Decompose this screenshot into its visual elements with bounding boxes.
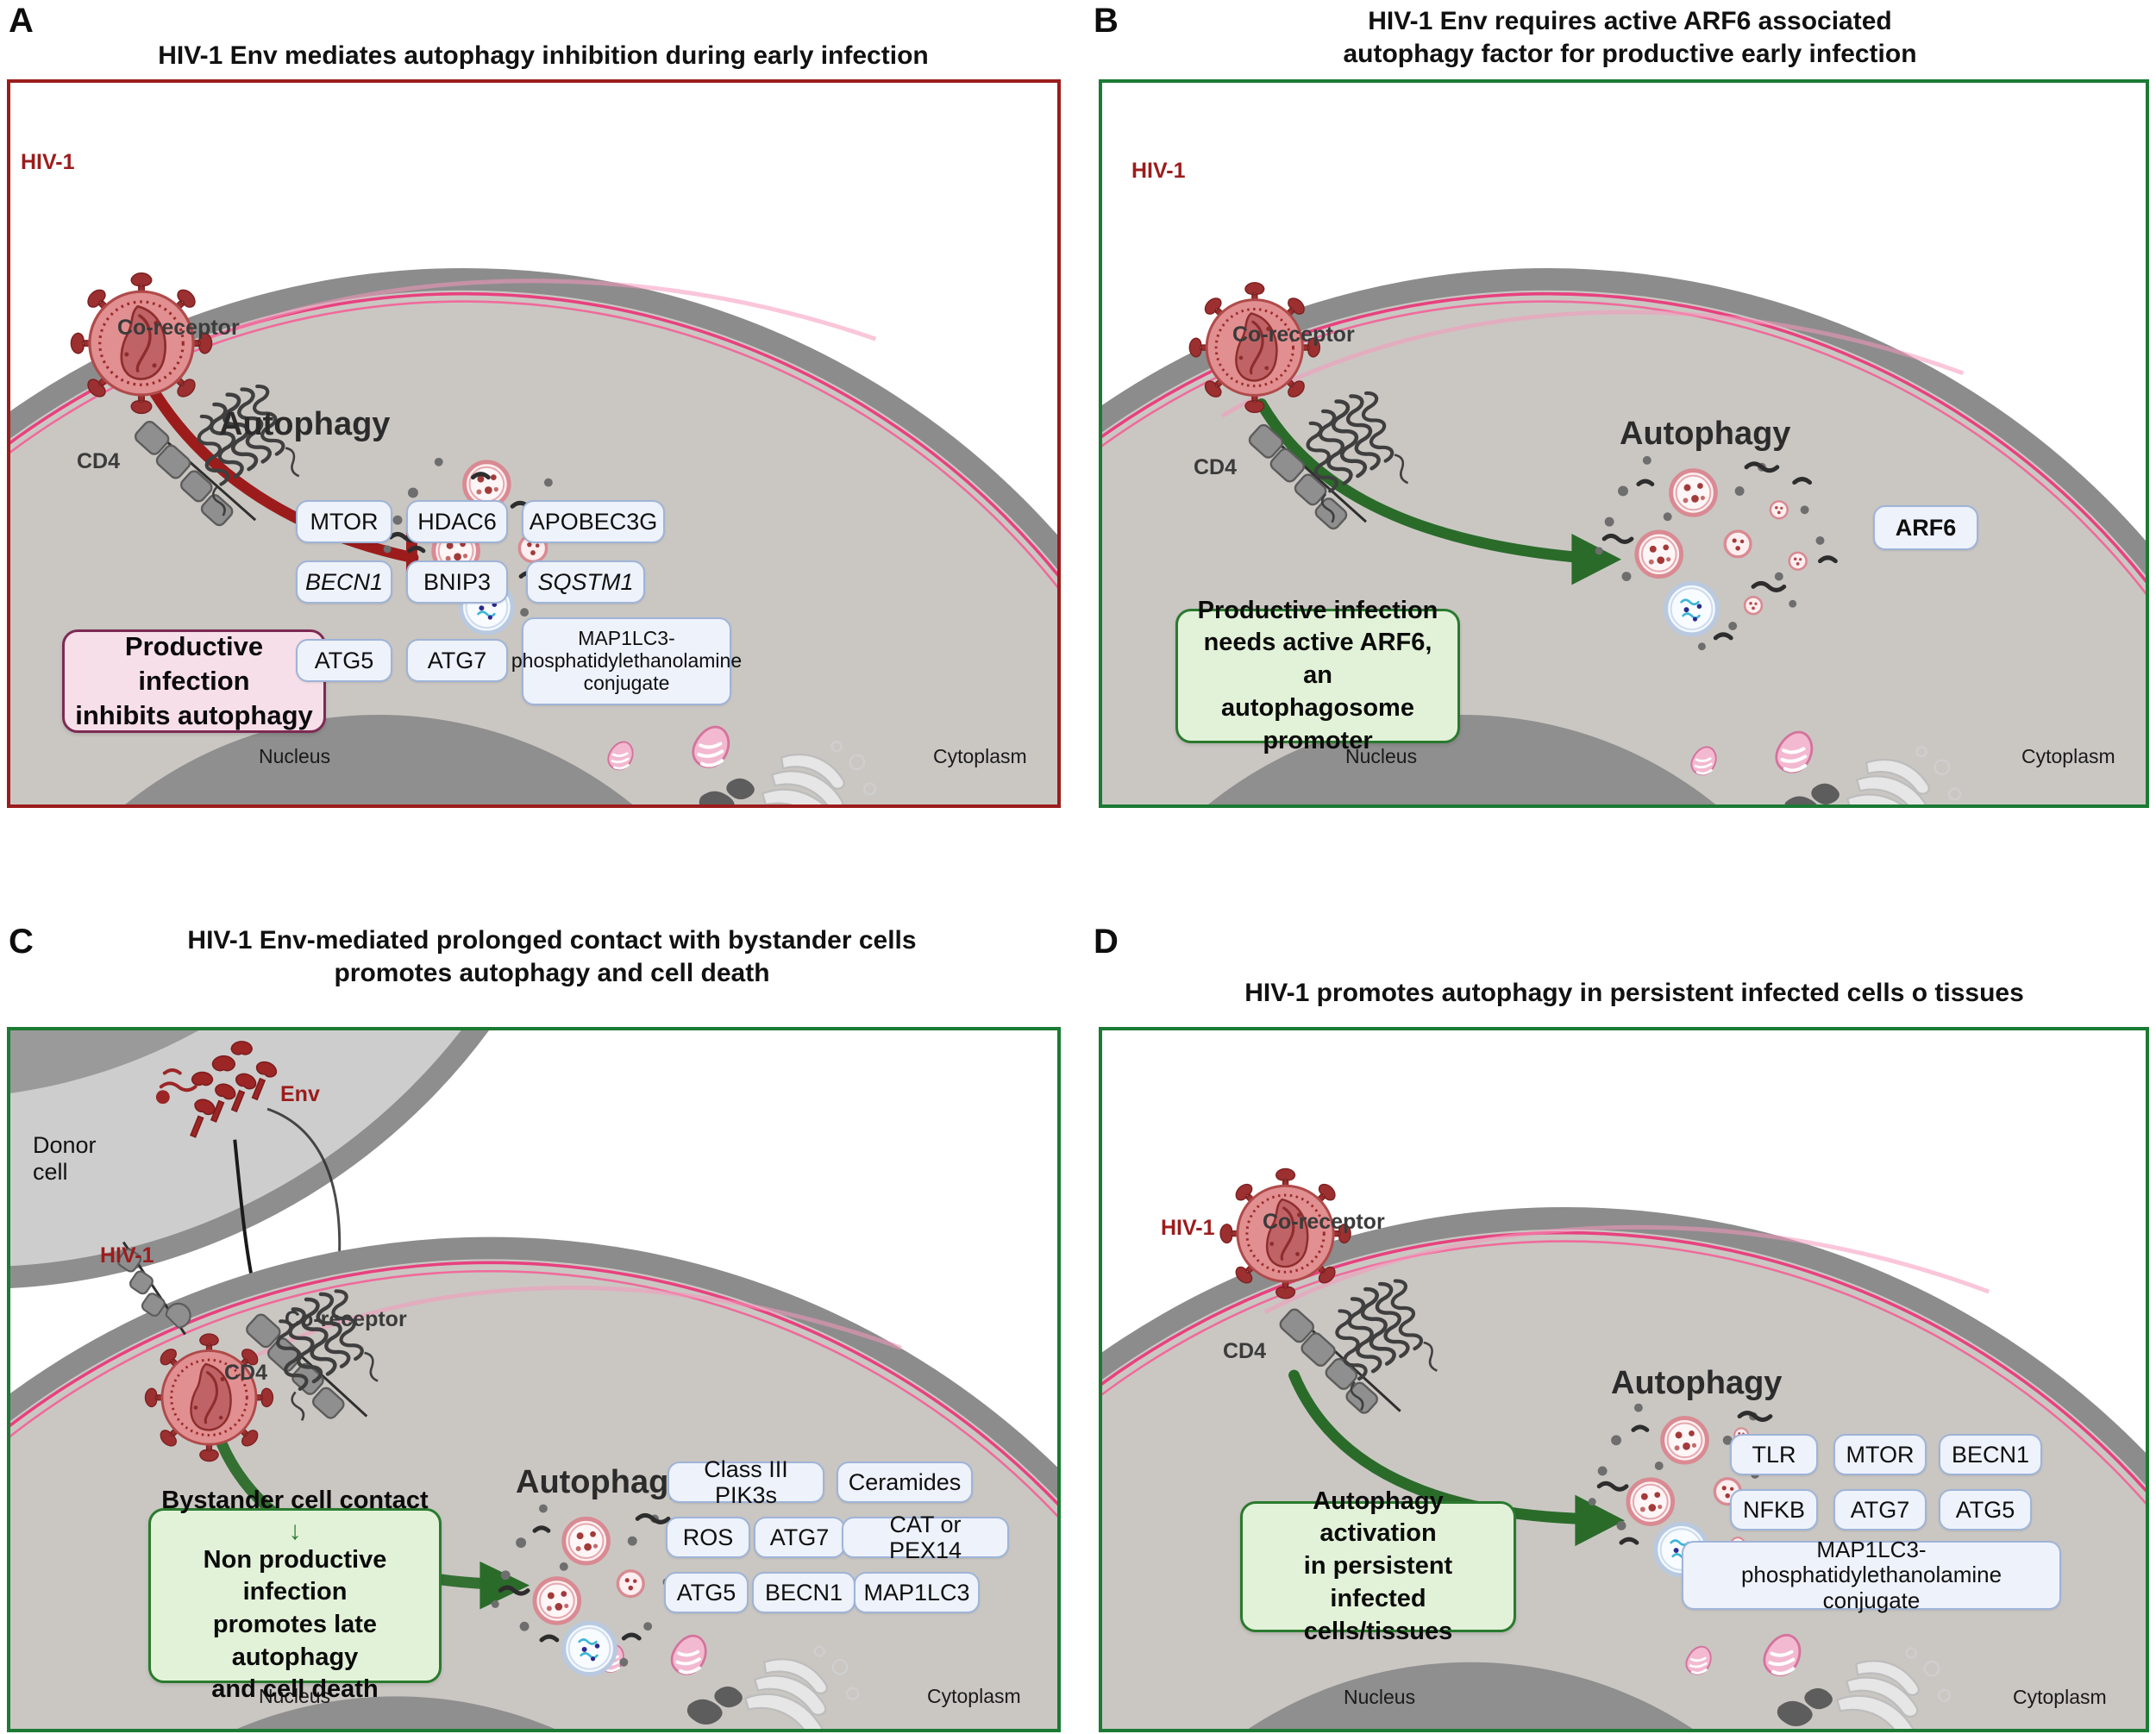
panel-a-chip-map1lc3[interactable]: MAP1LC3- phosphatidylethanolamine conjug…: [511, 617, 742, 705]
panel-c-label-cd4-v: CD4: [224, 1361, 268, 1385]
panel-d-letter: D: [1094, 923, 1119, 961]
panel-a-cell-canvas: HIV-1 CD4 Co-receptor Autophagy Nucleus …: [7, 79, 1061, 808]
panel-a-label-cytoplasm: Cytoplasm: [933, 745, 1027, 767]
panel-b-letter: B: [1094, 2, 1119, 40]
panel-a-chip-sqstm1[interactable]: SQSTM1: [526, 560, 645, 604]
panel-d-label-hiv: HIV-1: [1161, 1216, 1215, 1240]
panel-b-cell-canvas: HIV-1 CD4 Co-receptor Autophagy Nucleus …: [1099, 79, 2149, 808]
panel-d-chip-mtor[interactable]: MTOR: [1833, 1434, 1927, 1475]
panel-b-label-cd4: CD4: [1194, 455, 1238, 479]
panel-c-callout: Bystander cell contact ↓ Non productive …: [148, 1487, 442, 1703]
panel-a-chip-apobec3g[interactable]: APOBEC3G: [522, 500, 665, 543]
panel-c-chip-atg5[interactable]: ATG5: [664, 1572, 749, 1613]
panel-a-label-coreceptor: Co-receptor: [117, 316, 240, 340]
panel-a-label-cd4: CD4: [77, 449, 121, 473]
panel-a-chip-becn1[interactable]: BECN1: [296, 560, 392, 604]
panel-a-label-hiv: HIV-1: [21, 150, 75, 174]
panel-c-cell-canvas: Env Donor cell HIV-1 CD4 CD4 Co-receptor…: [7, 1027, 1061, 1732]
panel-d-label-cytoplasm: Cytoplasm: [2013, 1686, 2107, 1708]
panel-c-label-coreceptor: Co-receptor: [285, 1307, 407, 1331]
panel-d-chip-atg7[interactable]: ATG7: [1833, 1489, 1927, 1531]
panel-b-callout-text: Productive infection needs active ARF6, …: [1197, 596, 1438, 754]
panel-b-label-nucleus: Nucleus: [1345, 745, 1418, 767]
panel-a-chip-atg7[interactable]: ATG7: [406, 639, 508, 682]
panel-c-callout-arrow-glyph: ↓: [288, 1516, 302, 1545]
panel-b-callout: Productive infection needs active ARF6, …: [1175, 597, 1460, 754]
panel-d-chip-atg5[interactable]: ATG5: [1939, 1489, 2032, 1531]
panel-d-chip-becn1[interactable]: BECN1: [1939, 1434, 2042, 1475]
panel-d-chip-nfkb[interactable]: NFKB: [1730, 1489, 1818, 1531]
panel-a-chip-bnip3[interactable]: BNIP3: [406, 560, 508, 604]
panel-c-letter: C: [9, 923, 34, 961]
panel-d-title: HIV-1 promotes autophagy in persistent i…: [1244, 979, 2024, 1007]
panel-c-chip-ros[interactable]: ROS: [666, 1517, 750, 1558]
panel-d-chip-map1lc3[interactable]: MAP1LC3-phosphatidylethanolamine conjuga…: [1682, 1537, 2061, 1612]
panel-c-callout-line2: Non productive infection promotes late a…: [203, 1545, 387, 1704]
panel-a-chip-mtor[interactable]: MTOR: [296, 500, 392, 543]
panel-a-chip-hdac6[interactable]: HDAC6: [406, 500, 508, 543]
panel-d-label-autophagy: Autophagy: [1611, 1365, 1783, 1401]
panel-c-chip-pik3s[interactable]: Class III PIK3s: [667, 1456, 824, 1508]
panel-c-title: HIV-1 Env-mediated prolonged contact wit…: [187, 926, 917, 988]
panel-c-label-cytoplasm: Cytoplasm: [927, 1685, 1021, 1707]
panel-b-label-coreceptor: Co-receptor: [1232, 322, 1355, 347]
panel-d-label-coreceptor: Co-receptor: [1263, 1210, 1385, 1234]
panel-c-label-nucleus: Nucleus: [259, 1685, 331, 1707]
panel-d-label-cd4: CD4: [1223, 1339, 1267, 1363]
panel-b-label-autophagy: Autophagy: [1620, 416, 1791, 452]
panel-d-callout-text: Autophagy activation in persistent infec…: [1303, 1487, 1453, 1645]
panel-a-title: HIV-1 Env mediates autophagy inhibition …: [158, 41, 929, 70]
panel-d-callout: Autophagy activation in persistent infec…: [1240, 1487, 1516, 1645]
panel-d-chip-tlr[interactable]: TLR: [1730, 1434, 1818, 1475]
panel-c-label-env: Env: [280, 1082, 320, 1106]
panel-c-chip-ceramides[interactable]: Ceramides: [837, 1462, 973, 1503]
panel-a-chip-atg5[interactable]: ATG5: [296, 639, 392, 682]
panel-b-title: HIV-1 Env requires active ARF6 associate…: [1343, 7, 1917, 69]
panel-d-cell-canvas: HIV-1 CD4 Co-receptor Autophagy Nucleus …: [1099, 1027, 2149, 1732]
panel-c-chip-atg7[interactable]: ATG7: [754, 1517, 845, 1558]
panel-c-chip-becn1[interactable]: BECN1: [752, 1572, 856, 1613]
panel-a-label-nucleus: Nucleus: [259, 745, 331, 767]
panel-c-label-hiv: HIV-1: [100, 1243, 154, 1268]
panel-a-label-autophagy: Autophagy: [219, 406, 391, 442]
panel-c-label-donor-cell: Donor cell: [33, 1132, 97, 1186]
panel-a-callout: Productive infection inhibits autophagy: [62, 629, 326, 733]
panel-c-callout-line1: Bystander cell contact: [161, 1486, 429, 1514]
panel-c-chip-cat-pex14[interactable]: CAT or PEX14: [842, 1512, 1009, 1563]
panel-a-letter: A: [9, 2, 34, 40]
panel-c-label-autophagy: Autophagy: [516, 1464, 687, 1500]
panel-c-chip-map1lc3[interactable]: MAP1LC3: [854, 1572, 980, 1613]
panel-b-label-cytoplasm: Cytoplasm: [2021, 745, 2115, 767]
panel-b-chip-arf6[interactable]: ARF6: [1873, 505, 1978, 550]
panel-d-label-nucleus: Nucleus: [1344, 1686, 1416, 1708]
panel-b-label-hiv: HIV-1: [1131, 159, 1186, 183]
panel-a-callout-text: Productive infection inhibits autophagy: [75, 630, 313, 731]
